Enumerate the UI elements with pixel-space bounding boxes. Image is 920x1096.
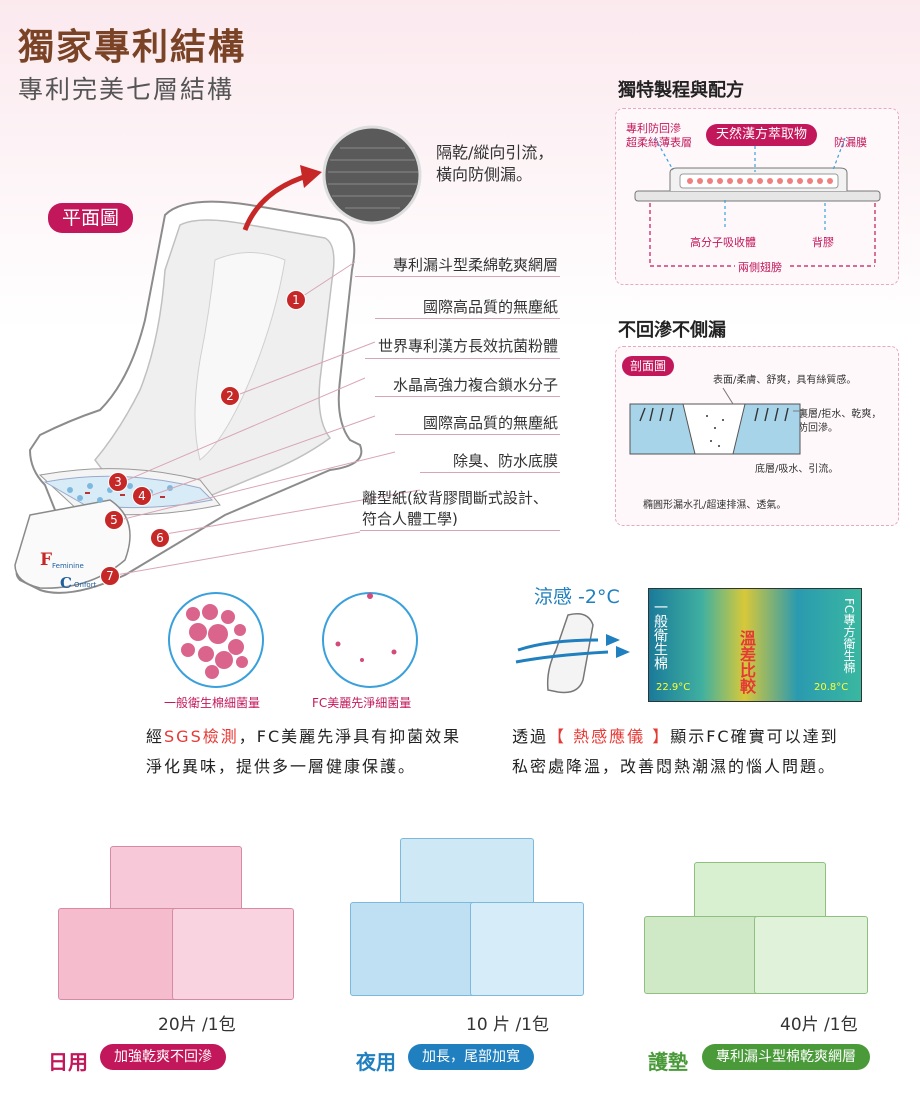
thermal-temp-right: 20.8°C xyxy=(814,682,849,693)
bacteria-caption-fc: FC美麗先淨細菌量 xyxy=(312,696,412,710)
product-liner-tag: 專利漏斗型棉乾爽網層 xyxy=(702,1044,870,1070)
pad-logo-c: C xyxy=(60,574,72,592)
plan-note-line-1: 隔乾/縱向引流， xyxy=(436,143,554,162)
noleak-badge: 剖面圖 xyxy=(622,356,675,376)
marker-3: 3 xyxy=(108,472,128,492)
marker-4: 4 xyxy=(132,486,152,506)
process-label-wings: 兩側翅膀 xyxy=(738,261,782,274)
product-night-count: 10 片 /1包 xyxy=(466,1015,549,1035)
noleak-diagram xyxy=(629,387,803,455)
thermal-temp-left: 22.9°C xyxy=(656,682,691,693)
noleak-heading: 不回滲不側漏 xyxy=(618,320,726,341)
layer-5-label: 國際高品質的無塵紙 xyxy=(422,414,558,432)
layer-1-label: 專利漏斗型柔綿乾爽網層 xyxy=(392,256,558,274)
product-night-box-right xyxy=(470,902,584,996)
thermal-label-regular: 一般衛生棉 xyxy=(652,600,668,670)
product-night-box-left xyxy=(350,902,492,996)
bacteria-circle-fc xyxy=(322,592,418,688)
thermal-image xyxy=(648,588,862,702)
page-subtitle: 專利完美七層結構 xyxy=(18,75,235,104)
cooling-pad-illustration xyxy=(515,613,630,694)
product-day-category: 日用 xyxy=(48,1050,88,1074)
cooling-text-device: 【 熱感應儀 】 xyxy=(548,727,671,746)
process-label-glue: 背膠 xyxy=(812,236,834,249)
bacteria-text-line-2: 淨化異味，提供多一層健康保護。 xyxy=(146,757,417,776)
page-title: 獨家專利結構 xyxy=(18,27,247,68)
marker-1: 1 xyxy=(286,290,306,310)
layer-2-rule xyxy=(375,318,560,319)
product-night-tag: 加長，尾部加寬 xyxy=(408,1044,534,1070)
plan-note-line-2: 橫向防側漏。 xyxy=(436,165,533,184)
pad-logo-text: Feminine xyxy=(52,562,84,570)
product-liner-category: 護墊 xyxy=(648,1050,688,1074)
noleak-note-mid-2: 防回滲。 xyxy=(798,423,838,434)
marker-6: 6 xyxy=(150,528,170,548)
noleak-note-bottom: 橢圓形漏水孔/超速排濕、透氣。 xyxy=(643,500,787,511)
bacteria-text-sgs: SGS檢測 xyxy=(164,727,239,746)
layer-6-label: 除臭、防水底膜 xyxy=(452,452,558,470)
cooling-text-pre: 透過 xyxy=(512,727,549,746)
noleak-note-top: 表面/柔膚、舒爽，具有絲質感。 xyxy=(713,375,857,386)
bacteria-dots-regular xyxy=(181,604,248,679)
process-label-herbal: 天然漢方萃取物 xyxy=(706,124,818,146)
layer-4-label: 水晶高強力複合鎖水分子 xyxy=(392,376,558,394)
product-night-category: 夜用 xyxy=(356,1050,396,1074)
process-label-surface-1: 專利防回滲 xyxy=(626,122,681,135)
thermal-label-compare: 溫差比較 xyxy=(737,630,756,694)
thermal-label-fc: FC專方衛生棉 xyxy=(842,598,856,674)
product-liner-box-right xyxy=(754,916,868,994)
marker-7: 7 xyxy=(100,566,120,586)
process-diagram xyxy=(634,137,881,267)
bacteria-text-post: ，FC美麗先淨具有抑菌效果 xyxy=(238,727,462,746)
product-day-count: 20片 /1包 xyxy=(158,1015,236,1035)
cooling-text-line-2: 私密處降溫，改善悶熱潮濕的惱人問題。 xyxy=(512,757,837,776)
layer-5-rule xyxy=(395,434,560,435)
pad-logo-f: F xyxy=(40,550,53,570)
bacteria-dots-fc xyxy=(335,593,397,662)
pad-logo-text-2: Onfort xyxy=(74,581,97,589)
noleak-note-low: 底層/吸水、引流。 xyxy=(755,464,839,475)
noleak-note-mid-1: 裏層/拒水、乾爽， xyxy=(798,409,882,420)
layer-7-label: 離型紙(紋背膠間斷式設計、 xyxy=(362,489,548,507)
layer-2-label: 國際高品質的無塵紙 xyxy=(422,298,558,316)
layer-1-rule xyxy=(355,276,560,277)
mesh-swatch xyxy=(322,125,422,225)
product-day-tag: 加強乾爽不回滲 xyxy=(100,1044,226,1070)
process-heading: 獨特製程與配方 xyxy=(618,80,744,101)
layer-3-label: 世界專利漢方長效抗菌粉體 xyxy=(377,337,558,355)
marker-5: 5 xyxy=(104,510,124,530)
process-label-surface-2: 超柔絲薄表層 xyxy=(626,136,692,149)
layer-7-rule xyxy=(360,530,560,531)
cooling-text-post: 顯示FC確實可以達到 xyxy=(670,727,839,746)
process-label-absorb: 高分子吸收體 xyxy=(690,236,756,249)
marker-2: 2 xyxy=(220,386,240,406)
product-liner-count: 40片 /1包 xyxy=(780,1015,858,1035)
layer-3-rule xyxy=(365,358,560,359)
layer-7-label-line-2: 符合人體工學) xyxy=(362,510,458,528)
product-liner-box-top xyxy=(694,862,826,924)
cooling-label: 涼感 -2°C xyxy=(534,586,620,608)
pad-diagram xyxy=(14,125,422,594)
layer-4-rule xyxy=(375,396,560,397)
plan-label: 平面圖 xyxy=(48,203,134,233)
product-day-box-right xyxy=(172,908,294,1000)
layer-6-rule xyxy=(420,472,560,473)
bacteria-text-pre: 經 xyxy=(146,727,165,746)
bacteria-caption-regular: 一般衛生棉細菌量 xyxy=(164,696,261,710)
